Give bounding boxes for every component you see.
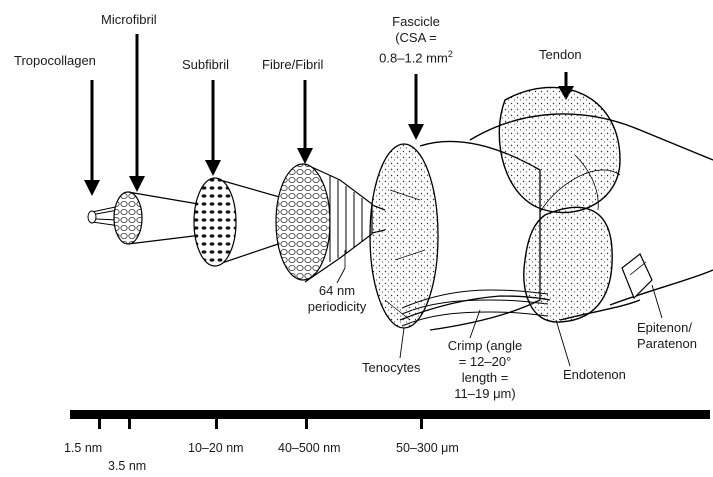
scale-label-1-5nm: 1.5 nm	[64, 440, 102, 456]
crimp-line-3: length =	[436, 370, 534, 386]
label-crimp: Crimp (angle = 12–20° length = 11–19 μm)	[436, 338, 534, 402]
fascicle-line-3: 0.8–1.2 mm2	[374, 46, 458, 66]
crimp-line-2: = 12–20°	[436, 354, 534, 370]
label-periodicity: 64 nm periodicity	[294, 283, 380, 315]
label-fibre-fibril: Fibre/Fibril	[262, 57, 323, 73]
fascicle-line-1: Fascicle	[374, 14, 458, 30]
label-tendon: Tendon	[539, 47, 582, 63]
crimp-line-4: 11–19 μm)	[436, 386, 534, 402]
scale-label-10-20nm: 10–20 nm	[188, 440, 244, 456]
label-subfibril: Subfibril	[182, 57, 229, 73]
label-tenocytes: Tenocytes	[362, 360, 421, 376]
fascicle-csa-exponent: 2	[448, 49, 453, 59]
epitenon-line-2: Paratenon	[637, 336, 697, 352]
periodicity-line-1: 64 nm	[294, 283, 380, 299]
label-fascicle: Fascicle (CSA = 0.8–1.2 mm2	[374, 14, 458, 66]
fibril-structure	[276, 164, 372, 282]
label-epitenon-paratenon: Epitenon/ Paratenon	[637, 320, 697, 352]
scale-label-50-300um: 50–300 μm	[396, 440, 459, 456]
size-scale-bar	[70, 410, 710, 429]
label-endotenon: Endotenon	[563, 367, 626, 383]
fascicle-line-2: (CSA =	[374, 30, 458, 46]
scale-label-40-500nm: 40–500 nm	[278, 440, 341, 456]
crimp-line-1: Crimp (angle	[436, 338, 534, 354]
scale-label-3-5nm: 3.5 nm	[108, 458, 146, 474]
epitenon-line-1: Epitenon/	[637, 320, 697, 336]
label-tropocollagen: Tropocollagen	[14, 53, 96, 69]
tendon-structure	[470, 87, 713, 322]
periodicity-line-2: periodicity	[294, 299, 380, 315]
fascicle-csa-value: 0.8–1.2 mm	[379, 50, 448, 65]
label-microfibril: Microfibril	[101, 12, 157, 28]
